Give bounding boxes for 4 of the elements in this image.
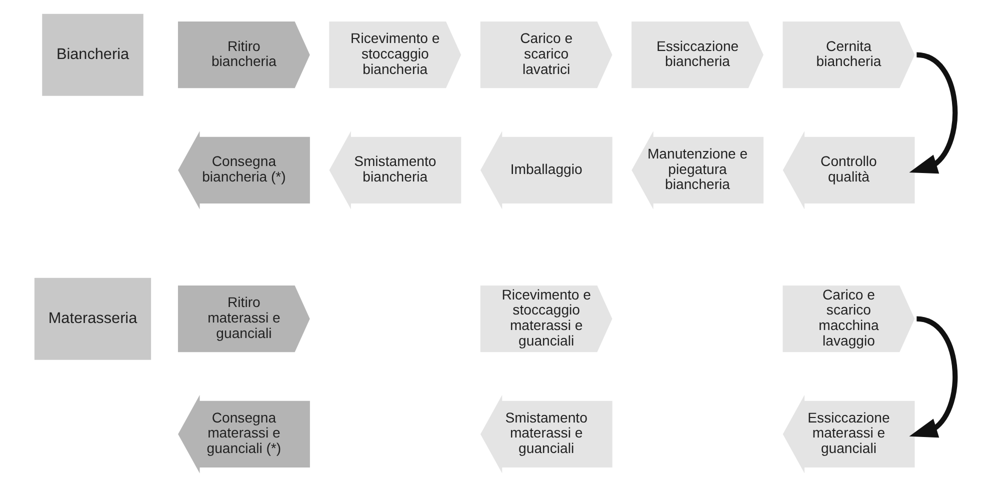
arrow [909, 52, 958, 174]
node-box: Biancheria [40, 12, 145, 98]
node-box: Materasseria [33, 276, 152, 362]
arrow [909, 316, 958, 438]
